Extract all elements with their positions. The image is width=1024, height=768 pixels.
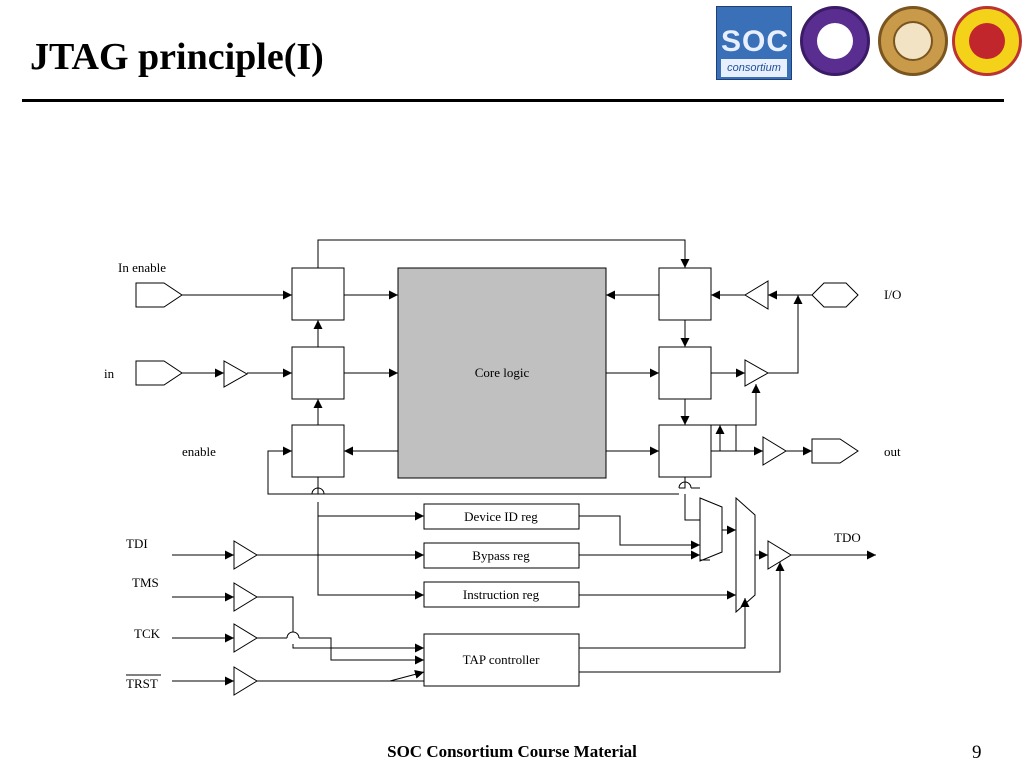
- nctu-emblem-logo: [800, 6, 870, 76]
- bsc-left-mid: [291, 346, 345, 400]
- out-pad: [811, 438, 859, 464]
- enable-label: enable: [182, 444, 216, 459]
- tdo-select-mux: [735, 496, 756, 614]
- data-register-mux: [699, 497, 723, 562]
- tdo-label: TDO: [834, 530, 861, 545]
- trst-buffer: [233, 666, 258, 696]
- ncku-emblem-logo: [952, 6, 1022, 76]
- tap-controller-box: [423, 633, 580, 687]
- out-buffer: [762, 436, 787, 466]
- soc-logo-subtext: consortium: [721, 59, 787, 77]
- tms-label: TMS: [132, 575, 159, 590]
- page-number: 9: [972, 742, 982, 763]
- slide-title: JTAG principle(I): [30, 36, 324, 78]
- tms-buffer: [233, 582, 258, 612]
- logo-strip: SOC consortium: [716, 4, 1022, 80]
- bsc-left-top: [291, 267, 345, 321]
- bsc-right-top: [658, 267, 712, 321]
- tdi-label: TDI: [126, 536, 148, 551]
- in-buffer: [223, 360, 249, 388]
- bypass-reg-label: Bypass reg: [472, 548, 530, 563]
- io-label: I/O: [884, 287, 901, 302]
- in-pad: [135, 360, 183, 386]
- in-enable-label: In enable: [118, 260, 166, 275]
- in-enable-pad: [135, 282, 183, 308]
- soc-logo-text: SOC: [721, 25, 790, 58]
- footer-course-material: SOC Consortium Course Material: [387, 742, 637, 761]
- bsc-right-mid: [658, 346, 712, 400]
- bsc-right-bottom: [658, 424, 712, 478]
- tdi-buffer: [233, 540, 258, 570]
- instruction-reg-box: [423, 581, 580, 608]
- out-label: out: [884, 444, 901, 459]
- bsc-left-bottom: [291, 424, 345, 478]
- io-input-buffer: [744, 280, 769, 310]
- ntu-emblem-logo: [878, 6, 948, 76]
- trst-label: TRST: [126, 676, 158, 691]
- core-logic-label: Core logic: [475, 365, 530, 380]
- in-label: in: [104, 366, 115, 381]
- io-pad: [811, 282, 859, 308]
- io-output-buffer: [744, 359, 770, 387]
- soc-consortium-logo: SOC consortium: [716, 6, 792, 80]
- tap-controller-label: TAP controller: [463, 652, 540, 667]
- title-underline: [22, 99, 1004, 102]
- tck-buffer: [233, 623, 258, 653]
- device-id-reg-label: Device ID reg: [464, 509, 538, 524]
- instruction-reg-label: Instruction reg: [463, 587, 540, 602]
- tck-label: TCK: [134, 626, 161, 641]
- core-logic-block: [397, 267, 607, 479]
